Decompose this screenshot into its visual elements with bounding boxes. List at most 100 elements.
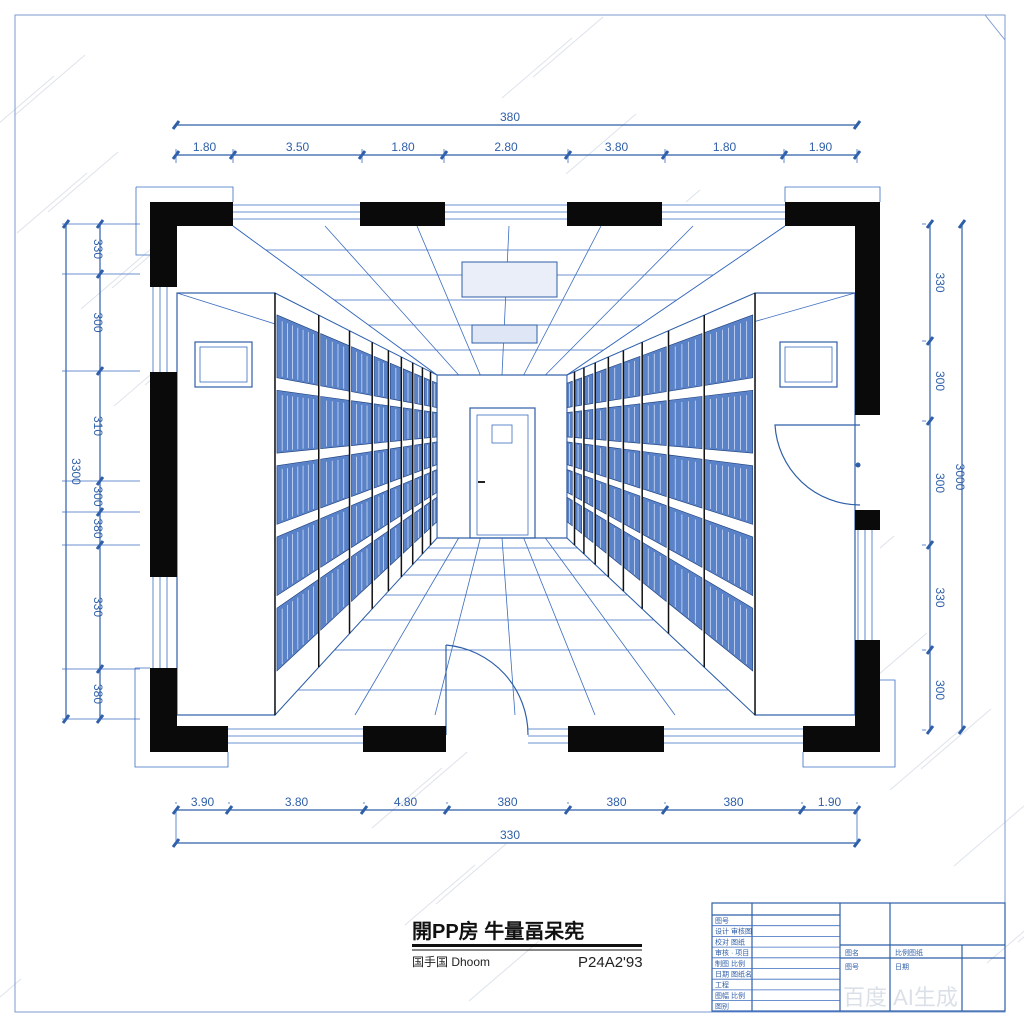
dimension-label: 330 <box>91 239 105 259</box>
hatch-line <box>889 729 961 791</box>
dimension-label: 330 <box>933 587 947 607</box>
title-block-row-label: 图号 <box>715 917 729 925</box>
drawing-title: 開PP房 牛量畐呆宪 <box>412 919 584 943</box>
hatch-line <box>371 767 443 829</box>
right-wall-frame-inner <box>784 346 833 383</box>
wall-outlines <box>134 186 896 768</box>
dimension-label: 300 <box>933 680 947 700</box>
dimension-label: 3.90 <box>191 795 215 809</box>
left-wall-frame-inner <box>199 346 248 383</box>
hatch-line <box>404 864 476 926</box>
entrance-door-swing[interactable] <box>445 644 529 736</box>
dimension-label: 1.80 <box>391 140 415 154</box>
dimension-label: 1.90 <box>818 795 842 809</box>
hatch-line <box>14 54 86 116</box>
hatch-line <box>468 940 540 1002</box>
dimension-label: 1.90 <box>809 140 833 154</box>
walls <box>134 186 896 768</box>
book-cell <box>668 396 703 450</box>
title-block-cell: 图名 <box>845 948 859 957</box>
ceiling-vent-2 <box>471 324 538 344</box>
title-block-cell: 日期 <box>895 963 909 971</box>
title-block-row-label: 校对 图纸 <box>715 937 745 946</box>
dimension-label: 3.80 <box>605 140 629 154</box>
back-door-window <box>491 424 513 444</box>
ceiling-vent <box>461 261 558 298</box>
dimension-tick <box>442 805 452 815</box>
dimension-label: 1.80 <box>193 140 217 154</box>
hatch-line <box>402 746 474 808</box>
dimension-label: 380 <box>723 795 743 809</box>
title-block-cell: 比例图纸 <box>895 948 923 957</box>
hatch-line <box>501 37 573 99</box>
room-perspective <box>150 202 880 752</box>
title-block-row-label: 图幅 比例 <box>715 991 745 1000</box>
dimension-label: 380 <box>606 795 626 809</box>
dimension-label: 4.80 <box>394 795 418 809</box>
dimension-label: 2.80 <box>494 140 518 154</box>
title-block-row-label: 图别 <box>715 1002 729 1011</box>
title-block-row-label: 设计 审核图 <box>715 927 752 936</box>
dimension-total: 3300 <box>69 458 83 485</box>
dimension-tick <box>359 805 369 815</box>
dimension-tick <box>925 416 935 426</box>
dimension-tick <box>925 645 935 655</box>
dimension-label: 380 <box>91 684 105 704</box>
dimension-tick <box>224 805 234 815</box>
dimension-tick <box>925 725 935 735</box>
windows <box>152 204 873 744</box>
watermark: 百度 AI生成 <box>843 985 958 1010</box>
floor-line <box>545 537 676 716</box>
book-cell <box>320 396 350 450</box>
dimension-tick <box>797 805 807 815</box>
book-cell <box>373 448 389 489</box>
floor-line <box>434 537 481 716</box>
drawing-border <box>14 14 1006 1013</box>
title-block-row-label: 工程 <box>715 980 729 989</box>
dimension-label: 300 <box>91 486 105 506</box>
hatch-line <box>986 930 1024 964</box>
title-block-row-label: 制图 比例 <box>715 959 745 968</box>
dimension-label: 300 <box>933 473 947 493</box>
right-wall-frame <box>779 341 838 388</box>
dimension-total: 380 <box>500 110 520 124</box>
border-corner <box>984 14 1006 41</box>
dimension-total: 330 <box>500 828 520 842</box>
dimension-label: 300 <box>933 371 947 391</box>
title-block-row-label: 审核 · 项目 <box>715 948 749 957</box>
dimension-tick <box>925 540 935 550</box>
book-cell <box>623 448 641 489</box>
book-cell <box>373 355 389 399</box>
book-cell <box>373 403 389 444</box>
back-door[interactable] <box>469 407 536 539</box>
drawing-subtitle: 国手国 Dhoom <box>412 955 490 969</box>
book-cell <box>623 355 641 399</box>
hatch-line <box>47 151 119 213</box>
dimension-label: 380 <box>91 518 105 538</box>
hatch-line <box>532 16 604 78</box>
back-door-panel <box>476 414 529 536</box>
dimension-tick <box>852 120 862 130</box>
title-underline <box>412 944 642 947</box>
drawing-code: P24A2'93 <box>578 954 643 971</box>
dimension-label: 380 <box>497 795 517 809</box>
dimension-tick <box>925 219 935 229</box>
dimension-tick <box>957 725 967 735</box>
hatch-line <box>1017 936 1024 943</box>
dimension-tick <box>171 120 181 130</box>
dimension-tick <box>660 805 670 815</box>
dimension-total: 3000 <box>953 464 967 491</box>
dimension-label: 1.80 <box>713 140 737 154</box>
dimension-tick <box>957 219 967 229</box>
side-door-swing[interactable] <box>774 424 861 506</box>
ceiling-grid <box>176 225 856 376</box>
hatch-line <box>16 172 88 234</box>
floor-line <box>354 537 460 716</box>
dimension-label: 3.80 <box>285 795 309 809</box>
book-cell <box>623 403 641 444</box>
dimension-tick <box>925 336 935 346</box>
title-block-row-label: 日期 图纸名 <box>715 970 752 979</box>
